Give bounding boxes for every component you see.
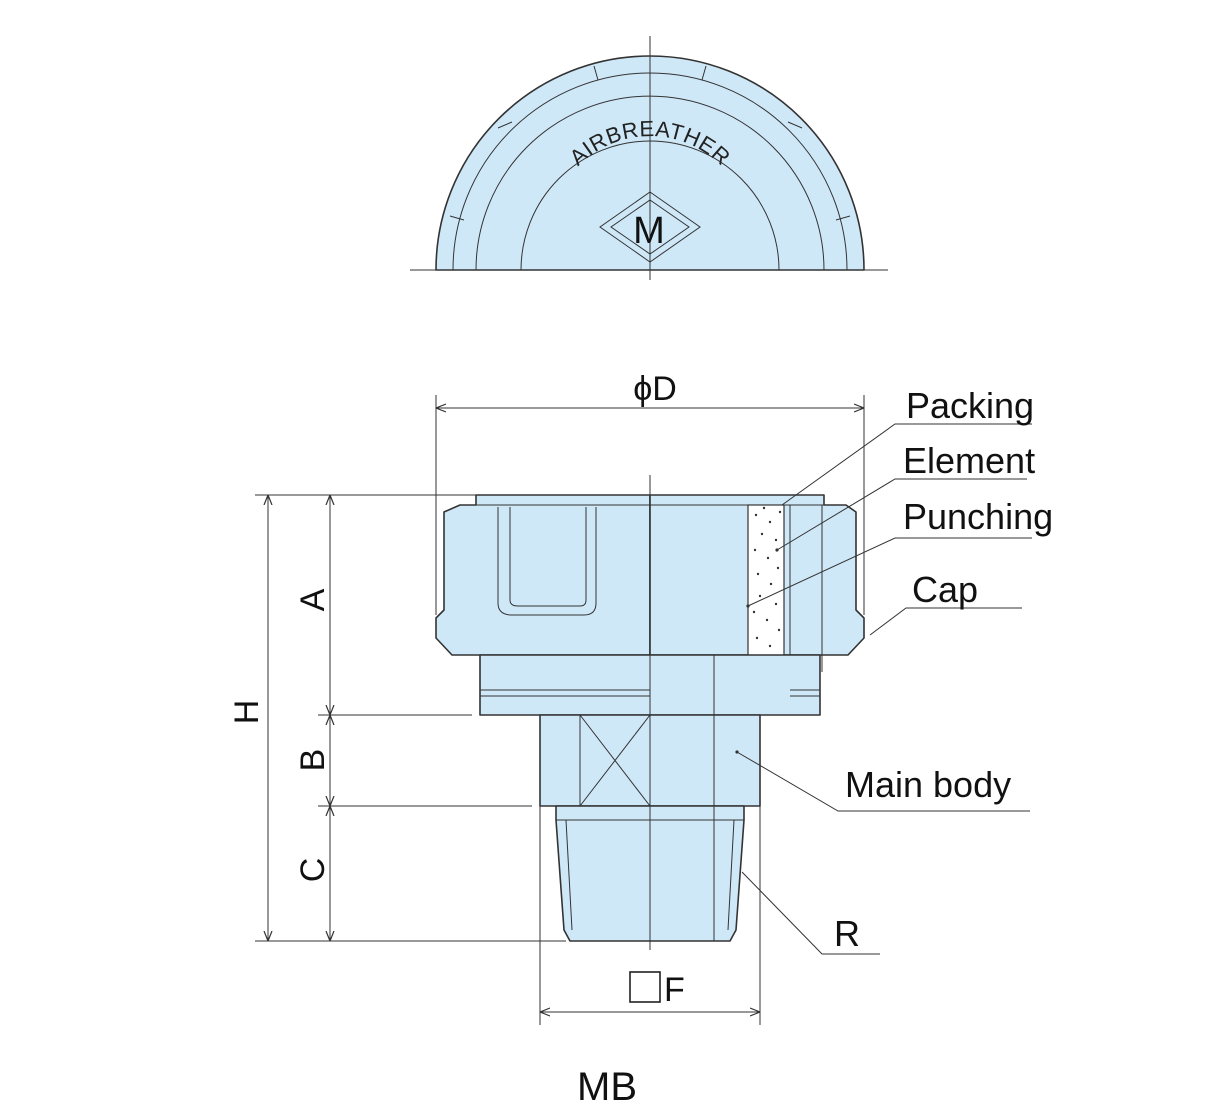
element-dots [752,506,782,666]
cap-body [435,494,651,656]
thread-line-right [727,819,735,931]
label-cap: Cap [912,569,978,610]
callouts: Packing Element Punching Cap Main body R [735,385,1053,955]
dim-a-label: A [294,588,332,611]
logo-diamond-inner [610,199,690,255]
cap-grip-window [497,507,597,616]
logo-letter: M [633,210,665,252]
dim-h-label: H [228,700,266,725]
element-filter [747,504,785,673]
label-main-body: Main body [845,764,1011,805]
grip-notches [449,65,851,221]
thread-line-left [565,819,573,931]
square-symbol-icon [629,971,661,1003]
dim-d-label: ϕD [633,370,677,408]
front-view [435,475,865,950]
dimensions: ϕD H A B C F [228,370,865,1025]
model-label: MB [577,1065,637,1109]
label-element: Element [903,440,1035,481]
dim-c-label: C [294,858,332,883]
label-r: R [834,913,860,954]
cap-grip-window-inner [509,507,587,607]
dim-f-label: F [664,971,685,1009]
label-packing: Packing [906,385,1034,426]
dim-b-label: B [294,749,332,772]
label-punching: Punching [903,496,1053,537]
top-view: AIRBREATHER M [410,36,888,280]
hex-flat-diag-2 [579,714,651,807]
logo-diamond-outer [599,191,701,263]
